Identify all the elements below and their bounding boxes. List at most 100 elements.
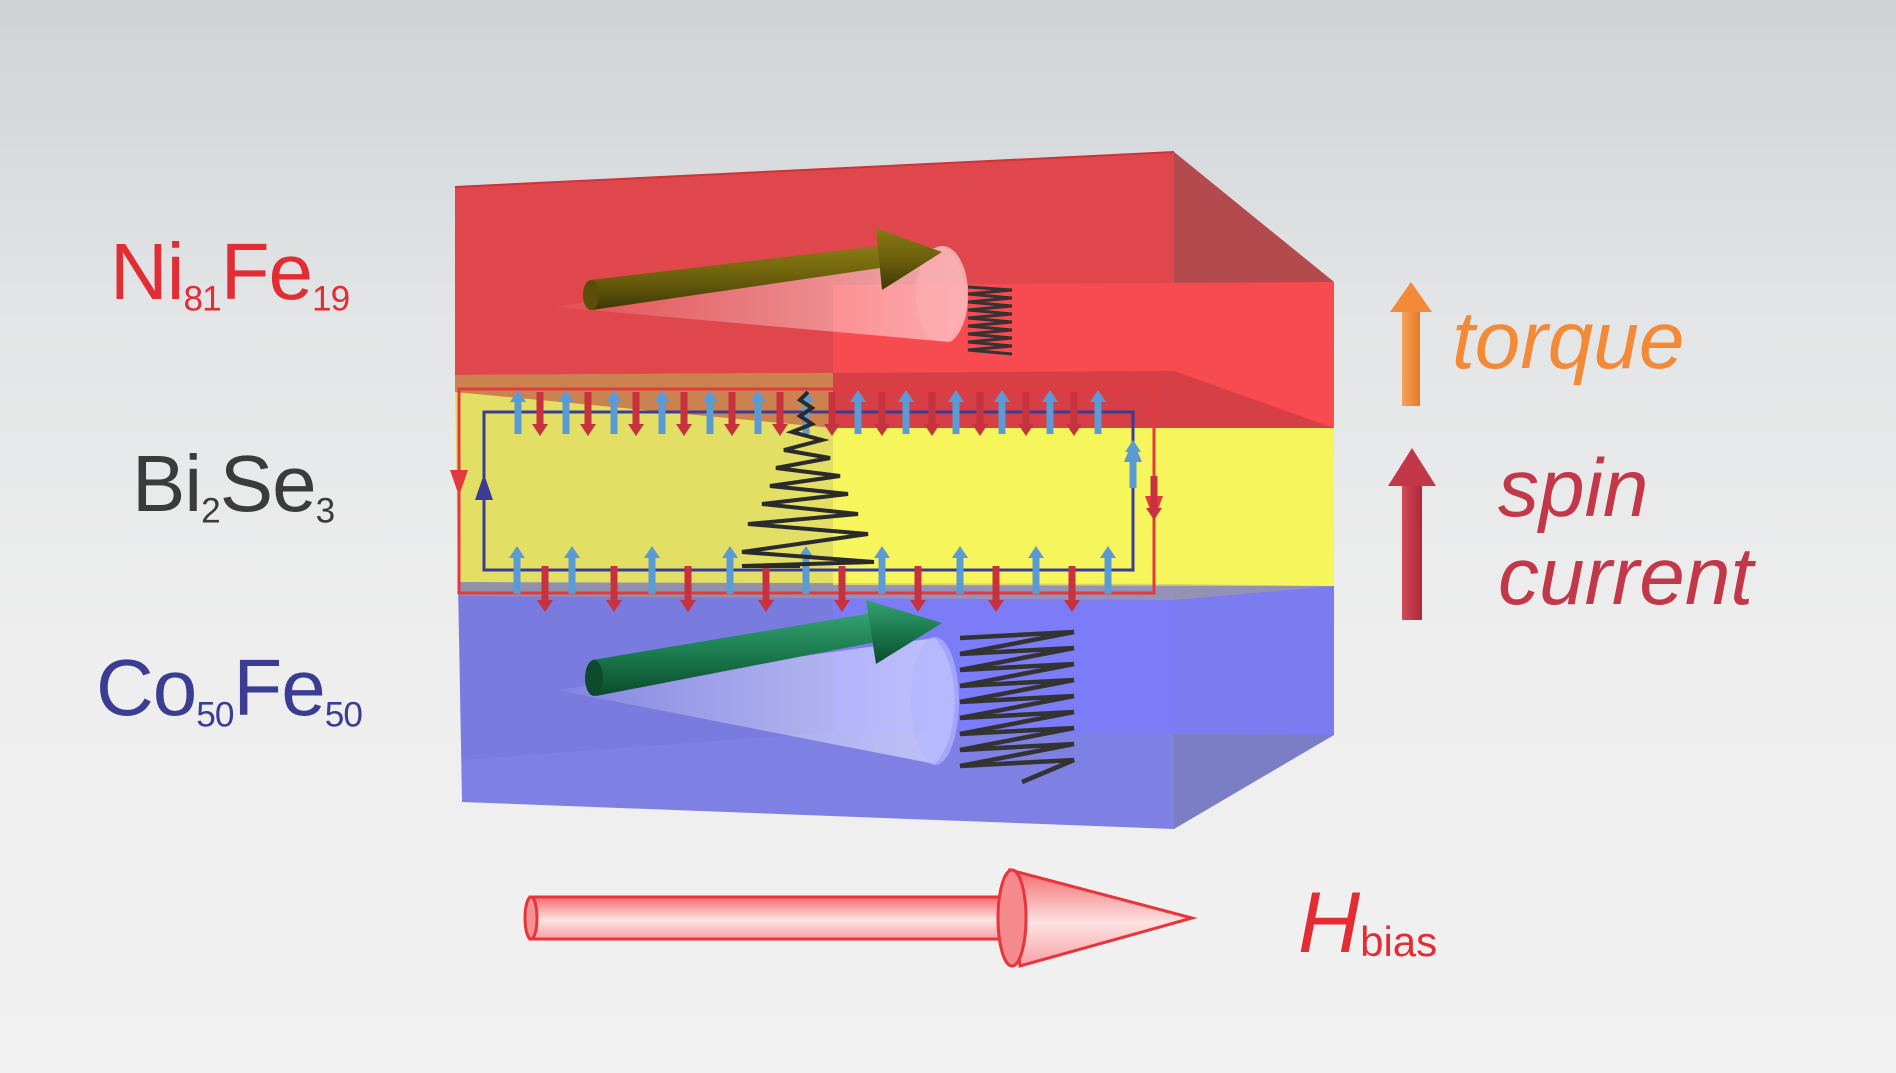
spin-arrows-bottom [509, 546, 1116, 612]
bias-field-arrow [523, 867, 1198, 968]
torque-arrow-shaft [1402, 310, 1420, 406]
spin-up-arrow [1028, 546, 1044, 594]
torque-arrow [1390, 282, 1432, 406]
nife-cone-base [916, 247, 964, 341]
spin-down-arrow [874, 392, 890, 436]
spin-up-arrow [1125, 440, 1141, 488]
spin-up-arrow [558, 390, 574, 434]
nife-label-sub1: 81 [183, 279, 222, 319]
spin-up-arrow [654, 390, 670, 434]
hbias-label-base: H [1298, 875, 1361, 971]
spin-down-arrow [972, 392, 988, 436]
spin-up-arrow [722, 546, 738, 594]
spin-down-arrow [824, 392, 840, 436]
outer-loop-arrowhead [450, 470, 468, 496]
spin-down-arrow [676, 392, 692, 436]
spin-up-arrow [1100, 546, 1116, 594]
bias-arrow-shaft [528, 895, 1012, 941]
spin-down-arrow [537, 566, 553, 612]
spin-up-arrow [510, 390, 526, 434]
cofe-cone-base [911, 637, 959, 765]
cofe-spin-wave [959, 629, 1075, 785]
bise-label-base2: Se [219, 439, 317, 528]
cofe-arrow-shaft [592, 613, 876, 696]
spin-down-arrow [1066, 392, 1082, 436]
spin-down-arrow [606, 566, 622, 612]
spin-down-arrow [1064, 566, 1080, 612]
bias-arrow-head [1008, 867, 1198, 968]
nife-layer [454, 151, 1334, 428]
nife-label-base1: Ni [110, 227, 185, 316]
nife-top-edge [454, 151, 1175, 188]
nife-arrow-head [876, 228, 942, 290]
spin-up-arrow [948, 390, 964, 434]
bise-label-sub2: 3 [315, 491, 336, 531]
spin-current-label-line2: current [1498, 531, 1754, 622]
spin-down-arrow [580, 392, 596, 436]
cofe-label: Co50Fe50 [96, 648, 363, 733]
spin-down-arrow [724, 392, 740, 436]
spin-down-arrow [532, 392, 548, 436]
bise-label-sub1: 2 [201, 491, 221, 531]
spin-up-arrow [702, 390, 718, 434]
nife-spin-wave [967, 285, 1013, 356]
hbias-label-sub: bias [1360, 918, 1438, 965]
spin-down-arrow [772, 392, 788, 436]
nife-label: Ni81Fe19 [110, 232, 350, 317]
nife-bise-interface [455, 371, 1334, 428]
hbias-label: Hbias [1298, 880, 1437, 966]
cofe-arrow-head [866, 600, 942, 664]
nife-arrow-tail [583, 280, 599, 310]
nife-label-sub2: 19 [312, 279, 350, 319]
cofe-precession [556, 600, 1075, 785]
spin-up-arrow [1090, 390, 1106, 434]
spin-up-arrow [850, 390, 866, 434]
spin-current-label-line1: spin [1498, 443, 1649, 534]
cofe-label-base2: Fe [233, 643, 325, 732]
torque-label: torque [1452, 295, 1685, 386]
cofe-label-base1: Co [96, 643, 197, 732]
spin-up-arrow [1042, 390, 1058, 434]
spin-current-arrow [1388, 448, 1436, 620]
bias-arrow-head-base [996, 868, 1028, 968]
spin-down-arrow [1146, 476, 1162, 520]
spin-down-arrow [910, 566, 926, 612]
spin-up-arrow [509, 546, 525, 594]
spin-down-arrow [628, 392, 644, 436]
spin-up-arrow [898, 390, 914, 434]
nife-magnetization-arrow [583, 228, 942, 310]
spin-down-arrow [924, 392, 940, 436]
bise-cofe-interface [458, 582, 1334, 600]
spin-up-arrow [564, 546, 580, 594]
spin-arrows-top [510, 390, 1162, 520]
bise-layer-back-panel [833, 428, 1334, 586]
bise-spin-wave [741, 390, 875, 568]
spin-up-arrow [750, 390, 766, 434]
bise-label-base1: Bi [132, 439, 202, 528]
spin-down-arrow [680, 566, 696, 612]
cofe-precession-cone [556, 638, 955, 764]
spin-down-arrow [758, 566, 774, 612]
spin-down-arrow [834, 566, 850, 612]
spin-up-arrow [874, 546, 890, 594]
cofe-arrow-tail [585, 660, 603, 696]
spin-down-arrow [988, 566, 1004, 612]
bias-arrow-tail [523, 895, 539, 941]
nife-label-base2: Fe [220, 227, 313, 316]
bise-label: Bi2Se3 [132, 444, 335, 529]
torque-arrow-head [1390, 282, 1432, 312]
spin-up-arrow [644, 546, 660, 594]
spin-up-arrow [994, 390, 1010, 434]
spin-current-arrow-shaft [1402, 482, 1422, 620]
nife-arrow-shaft [590, 246, 880, 310]
spin-up-arrow [606, 390, 622, 434]
inner-loop-arrowhead [475, 474, 493, 500]
spin-current-arrow-head [1388, 448, 1436, 486]
cofe-label-sub2: 50 [324, 695, 363, 735]
cofe-magnetization-arrow [585, 600, 942, 696]
spin-up-arrow [952, 546, 968, 594]
spin-down-arrow [1018, 392, 1034, 436]
nife-precession [555, 228, 1013, 356]
cofe-label-sub1: 50 [196, 695, 234, 735]
